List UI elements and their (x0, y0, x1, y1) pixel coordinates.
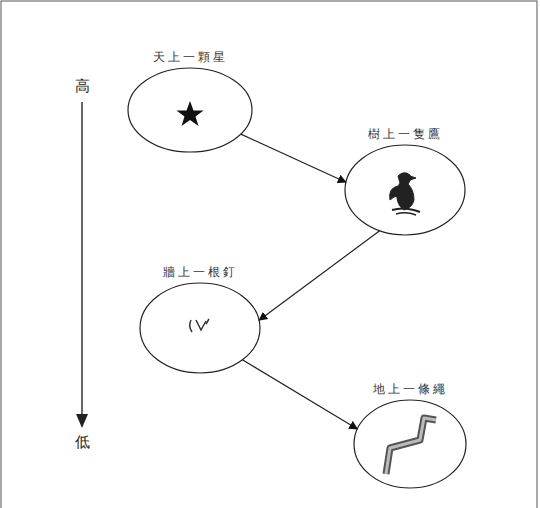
ellipse-border (345, 145, 465, 235)
nail-icon (190, 319, 209, 332)
scale-label: 低 (75, 434, 90, 451)
node-label: 牆上一根釘 (135, 265, 265, 279)
ellipse-node: 地上一條繩 (349, 382, 471, 490)
node-label: 天上一顆星 (123, 50, 257, 64)
ellipse-border (128, 68, 252, 152)
ellipse-node: 樹上一隻鷹 (340, 127, 470, 237)
node-label: 地上一條繩 (349, 382, 471, 396)
scale-arrow (81, 102, 83, 418)
ellipse-node: 牆上一根釘 (135, 265, 265, 375)
ellipse-outline (352, 398, 468, 490)
ellipse-outline (126, 66, 254, 154)
flow-arrow (242, 360, 357, 429)
flow-arrow (259, 231, 380, 320)
scale-label: 高 (75, 78, 90, 95)
star-icon (177, 101, 204, 126)
eagle-icon (390, 173, 420, 215)
flow-arrow (241, 134, 346, 182)
node-label: 樹上一隻鷹 (340, 127, 470, 141)
ellipse-outline (343, 143, 467, 237)
rope-icon (386, 418, 436, 474)
ellipse-border (140, 283, 260, 373)
ellipse-node: 天上一顆星 (123, 50, 257, 154)
scale-arrowhead (76, 414, 88, 428)
ellipse-border (354, 400, 466, 488)
ellipse-outline (138, 281, 262, 375)
